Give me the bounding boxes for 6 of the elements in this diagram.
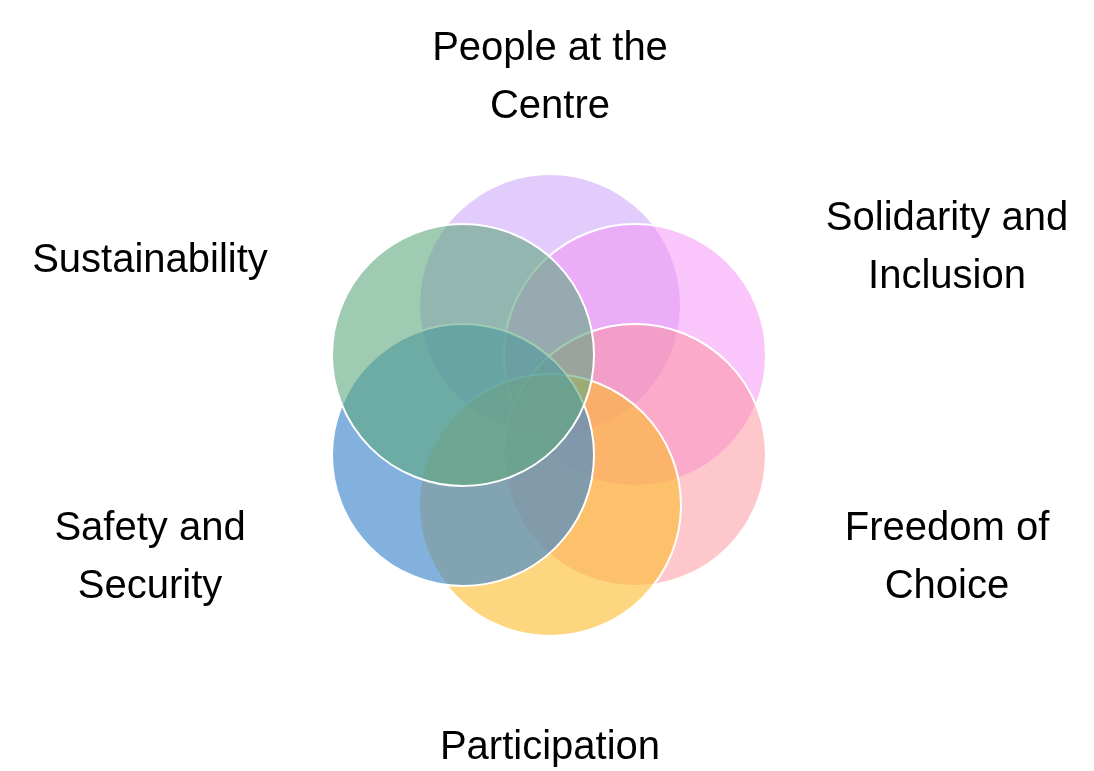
principle-label: Sustainability xyxy=(31,235,269,282)
principle-label: Safety and Security xyxy=(53,503,247,608)
principle-label: Freedom of Choice xyxy=(843,503,1051,608)
principle-label: People at the Centre xyxy=(431,23,669,128)
principle-label: Participation xyxy=(438,722,662,769)
principle-label: Solidarity and Inclusion xyxy=(824,193,1070,298)
